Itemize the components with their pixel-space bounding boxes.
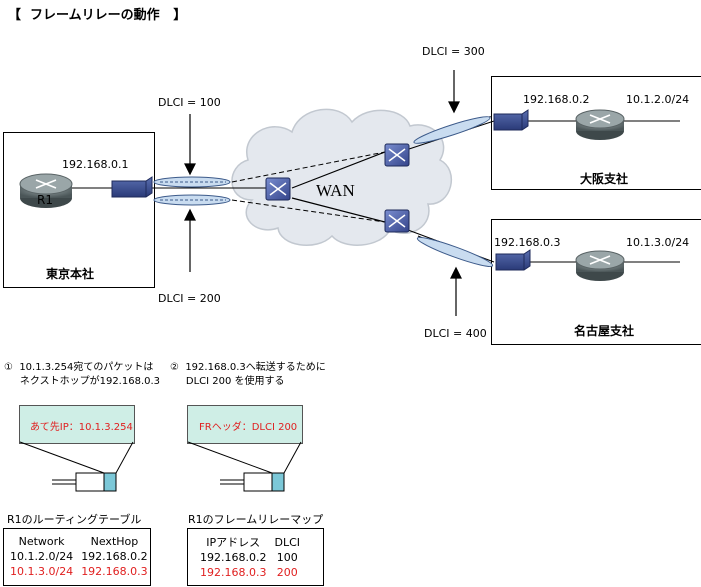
- dlci-arrows: [184, 70, 462, 316]
- router-icon: [575, 250, 625, 281]
- tokyo-ip-label: 192.168.0.1: [62, 158, 129, 171]
- dsu-icon: [111, 176, 153, 198]
- nagoya-lan-label: 10.1.3.0/24: [626, 236, 690, 249]
- router-icon: [19, 173, 73, 208]
- fr-map-table: IPアドレス DLCI 192.168.0.2 100 192.168.0.3 …: [187, 528, 324, 586]
- dlci-cell: 100: [276, 551, 298, 564]
- nagoya-site-box: [491, 219, 701, 345]
- ip-packet-icon: [19, 441, 134, 492]
- fr-map-caption: R1のフレームリレーマップ: [188, 513, 324, 526]
- nagoya-ip-label: 192.168.0.3: [494, 236, 561, 249]
- wan-label: WAN: [316, 181, 355, 200]
- fr-switch-icon: [384, 143, 410, 167]
- network-diagram: WAN: [19, 70, 680, 316]
- ip-address-cell: 192.168.0.2: [200, 551, 267, 564]
- fr-switch-icon: [265, 177, 291, 201]
- osaka-ip-label: 192.168.0.2: [523, 93, 590, 106]
- fr-switch-icon: [384, 209, 410, 233]
- ip-header-box: [19, 405, 135, 444]
- tokyo-site-box: [3, 132, 155, 288]
- wan-trunk-nagoya: [291, 197, 386, 223]
- ip-header-text: あて先IP：10.1.3.254: [30, 422, 133, 433]
- page-title: 【 フレームリレーの動作 】: [8, 8, 187, 23]
- dlci-cell: 200: [276, 566, 298, 579]
- step-2-text: ② 192.168.0.3へ転送するために DLCI 200 を使用する: [170, 362, 326, 387]
- wan-trunk-osaka: [291, 151, 386, 189]
- dlci-100-label: DLCI = 100: [158, 96, 221, 109]
- routing-table: Network NextHop 10.1.2.0/24 192.168.0.2 …: [3, 528, 151, 586]
- osaka-site-name: 大阪支社: [580, 172, 629, 186]
- routing-table-caption: R1のルーティングテーブル: [7, 513, 142, 526]
- table-row: 10.1.2.0/24 192.168.0.2: [6, 549, 152, 564]
- nexthop-cell: 192.168.0.3: [81, 565, 148, 578]
- nexthop-cell: 192.168.0.2: [81, 550, 148, 563]
- ip-address-cell: 192.168.0.3: [200, 566, 267, 579]
- dsu-icon: [493, 109, 529, 131]
- fr-header-text: FRヘッダ：DLCI 200: [199, 422, 298, 433]
- dlci-400-label: DLCI = 400: [424, 327, 487, 340]
- table-row-highlighted: 10.1.3.0/24 192.168.0.3: [6, 564, 152, 579]
- routing-table-header: Network NextHop: [6, 534, 152, 549]
- wan-cloud: [231, 108, 453, 246]
- dlci-300-label: DLCI = 300: [422, 45, 485, 58]
- dlci-200-label: DLCI = 200: [158, 292, 221, 305]
- column-header: IPアドレス: [206, 536, 261, 549]
- fr-map-header: IPアドレス DLCI: [196, 534, 304, 550]
- nagoya-site-name: 名古屋支社: [574, 324, 635, 338]
- network-cell: 10.1.2.0/24: [10, 550, 74, 563]
- packet-diagram: [19, 441, 302, 492]
- table-row-highlighted: 192.168.0.3 200: [196, 565, 304, 580]
- column-header: Network: [18, 535, 65, 548]
- table-row: 192.168.0.2 100: [196, 550, 304, 565]
- fr-packet-icon: [187, 441, 302, 492]
- tokyo-site-name: 東京本社: [46, 267, 95, 281]
- router-icon: [575, 109, 625, 140]
- dsu-icon: [495, 249, 531, 271]
- step-1-text: ① 10.1.3.254宛てのパケットは ネクストホップが192.168.0.3: [4, 362, 161, 387]
- column-header: DLCI: [274, 535, 301, 549]
- osaka-lan-label: 10.1.2.0/24: [626, 93, 690, 106]
- column-header: NextHop: [90, 535, 139, 548]
- router-r1-label: R1: [37, 193, 53, 207]
- network-cell: 10.1.3.0/24: [10, 565, 74, 578]
- fr-header-box: [187, 405, 303, 444]
